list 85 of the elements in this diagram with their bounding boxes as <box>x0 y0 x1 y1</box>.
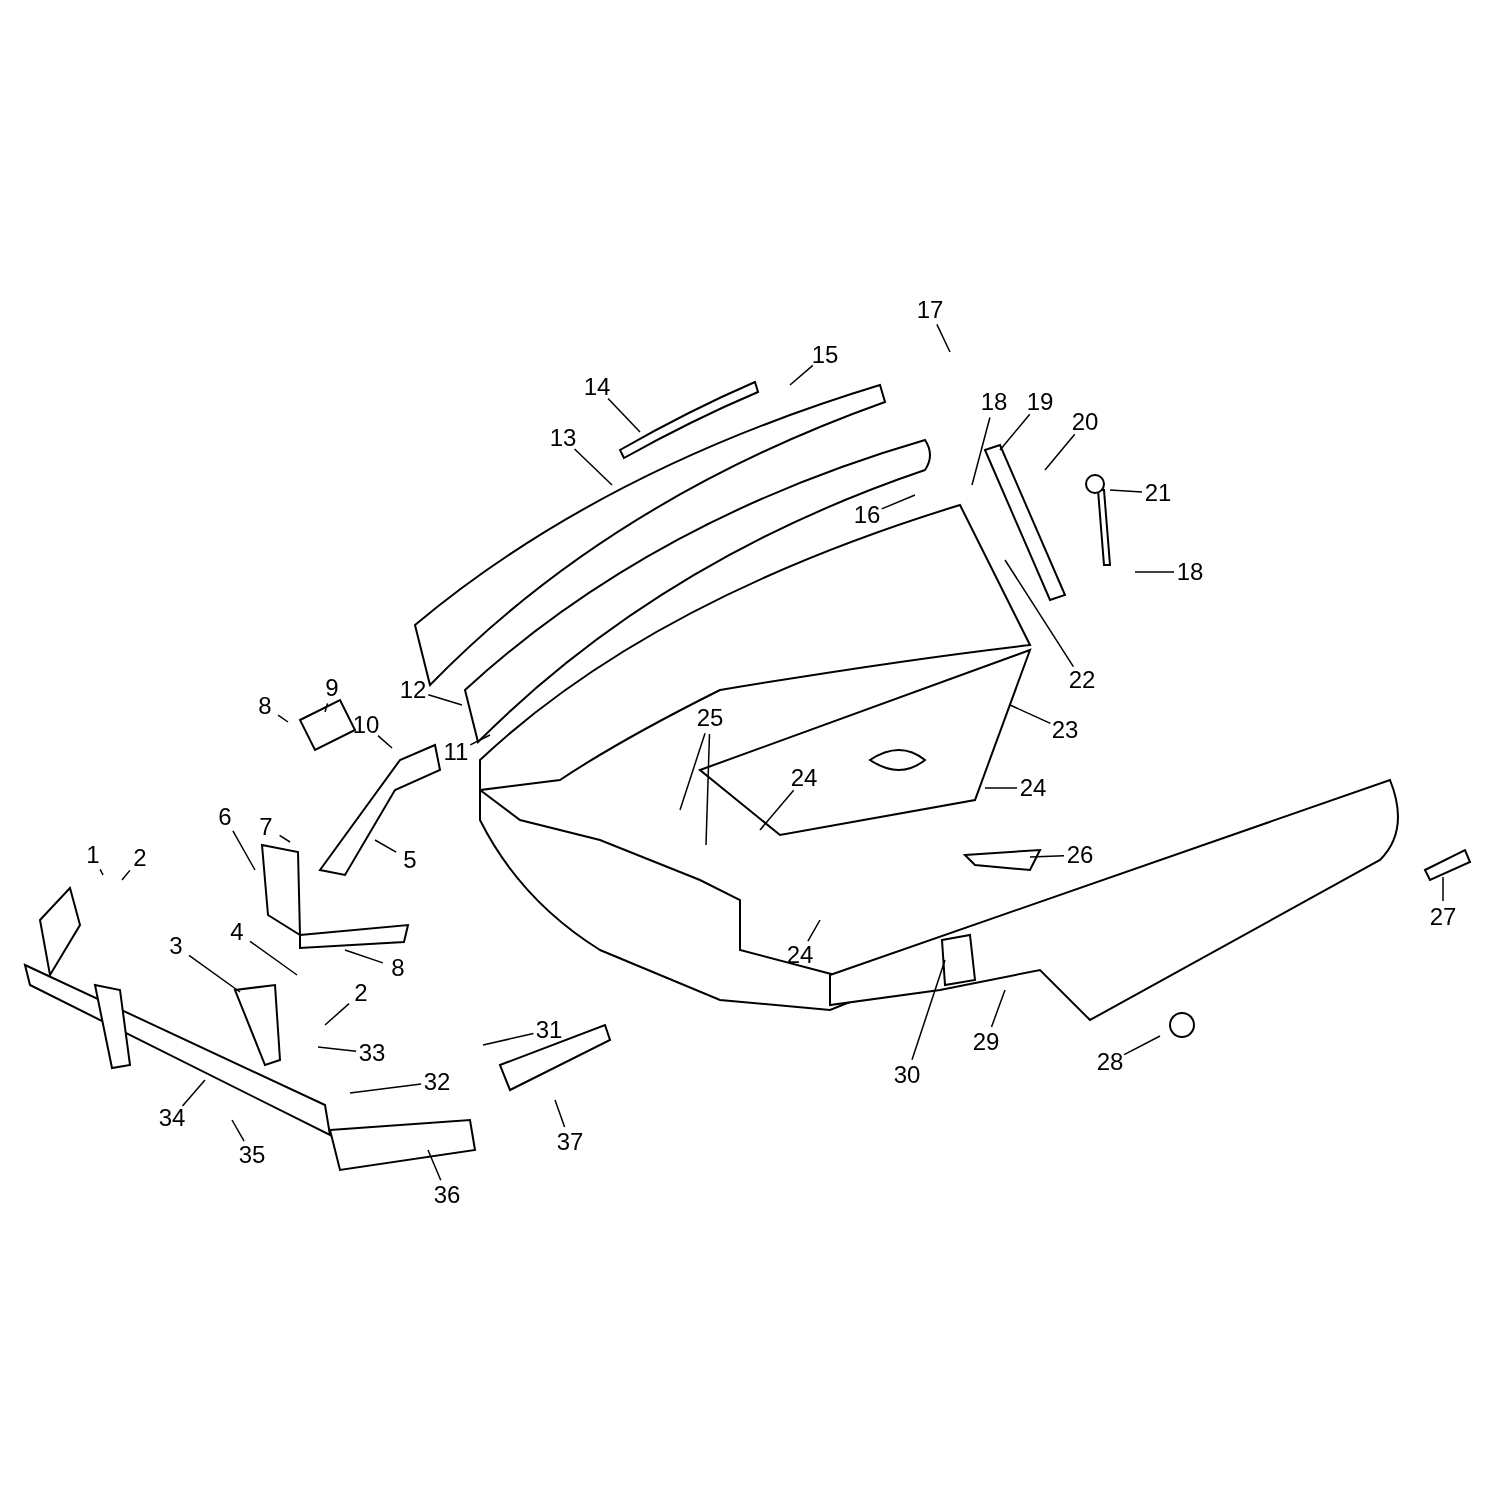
callout-number: 17 <box>914 297 946 323</box>
leader-line <box>427 693 463 706</box>
callout-number: 8 <box>256 693 274 719</box>
leader-line <box>231 1119 245 1142</box>
callout-number: 11 <box>441 739 471 765</box>
callout-number: 22 <box>1066 667 1098 693</box>
leader-line <box>789 364 814 386</box>
leader-line <box>990 989 1006 1028</box>
leader-line <box>984 787 1018 789</box>
leader-line <box>349 1083 422 1094</box>
callout-number: 30 <box>891 1062 923 1088</box>
callout-number: 31 <box>533 1017 565 1043</box>
callout-number: 9 <box>323 675 341 701</box>
callout-number: 29 <box>970 1029 1002 1055</box>
callout-number: 20 <box>1069 409 1101 435</box>
leader-line <box>324 702 329 713</box>
callout-number: 14 <box>581 374 613 400</box>
callout-number: 32 <box>421 1069 453 1095</box>
callout-number: 5 <box>401 847 419 873</box>
callout-number: 7 <box>257 814 275 840</box>
leader-line <box>999 413 1031 451</box>
callout-number: 33 <box>356 1040 388 1066</box>
leader-line <box>188 954 241 993</box>
leader-line <box>679 732 706 811</box>
callout-number: 4 <box>228 919 246 945</box>
leader-line <box>427 1149 442 1181</box>
leader-line <box>936 323 951 353</box>
callout-number: 23 <box>1049 717 1081 743</box>
leader-line <box>1123 1035 1161 1056</box>
callout-number: 3 <box>167 933 185 959</box>
leader-line <box>374 839 397 853</box>
callout-number: 8 <box>389 955 407 981</box>
callout-number: 16 <box>851 502 883 528</box>
leader-line <box>573 448 613 486</box>
leader-line <box>277 714 289 723</box>
callout-number: 12 <box>397 677 429 703</box>
leader-line <box>121 869 131 881</box>
leader-line <box>881 494 916 510</box>
leader-line <box>1004 559 1075 668</box>
callout-number: 18 <box>1174 559 1206 585</box>
leader-line <box>232 830 256 871</box>
callout-number: 18 <box>978 389 1010 415</box>
leader-line <box>1134 571 1175 573</box>
callout-number: 24 <box>788 765 820 791</box>
callout-number: 2 <box>352 980 370 1006</box>
leader-line <box>911 959 946 1061</box>
callout-number: 26 <box>1064 842 1096 868</box>
callout-number: 19 <box>1024 389 1056 415</box>
callout-number: 13 <box>547 425 579 451</box>
callout-number: 24 <box>784 942 816 968</box>
callout-number: 2 <box>131 845 149 871</box>
leader-line <box>377 734 393 749</box>
leader-line <box>249 940 298 976</box>
leader-line <box>278 834 291 843</box>
leader-line <box>99 868 104 876</box>
callout-number: 37 <box>554 1129 586 1155</box>
callout-number: 24 <box>1017 775 1049 801</box>
leader-line <box>807 919 821 942</box>
leader-line <box>705 733 711 846</box>
leader-line <box>469 734 491 746</box>
callout-number: 27 <box>1427 904 1459 930</box>
callout-number: 34 <box>156 1105 188 1131</box>
leader-line <box>317 1046 357 1052</box>
callout-number: 35 <box>236 1142 268 1168</box>
callout-number: 1 <box>84 842 102 868</box>
leader-line <box>1109 489 1143 493</box>
callout-number: 28 <box>1094 1049 1126 1075</box>
leader-line <box>344 949 384 964</box>
leader-line <box>607 397 641 433</box>
callout-number: 6 <box>216 804 234 830</box>
leader-line <box>1009 704 1052 725</box>
leader-line <box>482 1032 535 1046</box>
callout-number: 25 <box>694 705 726 731</box>
leader-line <box>181 1079 206 1107</box>
leader-line <box>554 1099 566 1128</box>
callout-number: 36 <box>431 1182 463 1208</box>
callout-number: 21 <box>1142 480 1174 506</box>
leader-line <box>1442 876 1444 902</box>
callout-number: 15 <box>809 342 841 368</box>
leader-line <box>971 416 991 486</box>
leader-line <box>759 789 795 831</box>
leader-line <box>324 1002 350 1026</box>
callout-number: 10 <box>350 712 382 738</box>
leader-line <box>1029 854 1065 858</box>
leader-line <box>1044 433 1076 471</box>
